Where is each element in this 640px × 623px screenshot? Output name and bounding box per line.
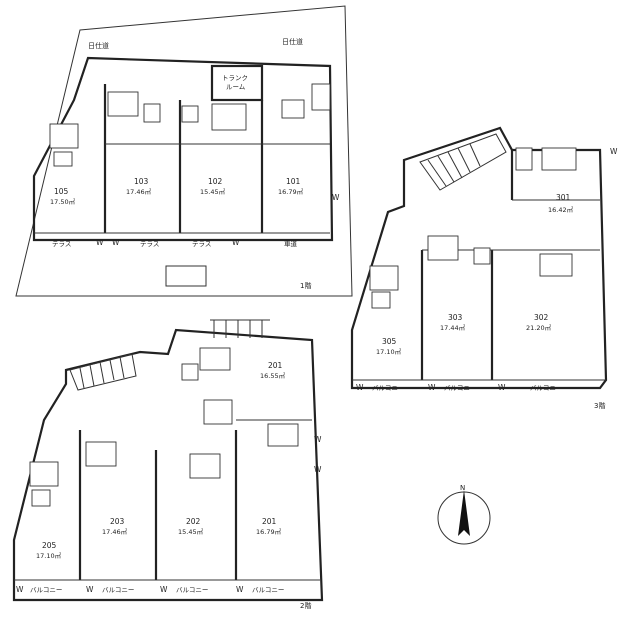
floor1-unit-105-number: 105 <box>54 187 69 196</box>
floor1-unit-102-area: 15.45㎡ <box>200 187 226 196</box>
floor2-unit-201-top-number: 201 <box>268 361 283 370</box>
floor2-stairs <box>69 319 270 391</box>
floor3-unit-302-area: 21.20㎡ <box>526 323 552 332</box>
floor1-unit-103-area: 17.46㎡ <box>126 187 152 196</box>
floor3-unit-303-number: 303 <box>448 313 463 322</box>
floor2-unit-201-top-area: 16.55㎡ <box>260 371 286 380</box>
floor3-toilet-303 <box>473 247 491 265</box>
floor1-bath-102 <box>211 103 247 131</box>
floor1-tag: 1階 <box>300 281 311 290</box>
floor2-balcony-3: バルコニー <box>176 586 208 594</box>
floor1-road-top-left: 日仕道 <box>88 41 109 50</box>
floor1-toilet-103 <box>143 103 161 123</box>
floor3-unit-302-number: 302 <box>534 313 549 322</box>
floor2-tag: 2階 <box>300 601 311 610</box>
floor2-washer-2: W <box>314 465 322 474</box>
floor2-bath-205 <box>29 461 59 487</box>
floor1-toilet-102 <box>181 105 199 123</box>
floor2-unit-201-area: 16.79㎡ <box>256 527 282 536</box>
floor3-toilet-305 <box>371 291 391 309</box>
floor2-plan: W W W W W W バルコニー バルコニー バルコニー バルコニー 201 … <box>12 319 324 610</box>
floor1-unit-101-number: 101 <box>286 177 301 186</box>
floor3-balcony-3: バルコニー <box>530 384 562 392</box>
floor3-unit-305-area: 17.10㎡ <box>376 347 402 356</box>
floor3-washer-2: W <box>356 383 364 392</box>
floor2-unit-205-area: 17.10㎡ <box>36 551 62 560</box>
floor1-plan: 日仕道 日仕道 トランクルーム W W W W テラス テラス テラス 車 <box>15 5 353 297</box>
floor3-toilet-301 <box>515 147 533 171</box>
floor2-washer-3: W <box>16 585 24 594</box>
floor3-unit-301-area: 16.42㎡ <box>548 205 574 214</box>
north-arrow: N <box>437 484 491 545</box>
floor2-unit-203-number: 203 <box>110 517 125 526</box>
floor1-washer-1: W <box>96 238 104 247</box>
floor1-lot-boundary <box>15 5 353 297</box>
floor2-unit-205-number: 205 <box>42 541 57 550</box>
floor3-tag: 3階 <box>594 401 605 410</box>
floor1-bath-103 <box>107 91 139 117</box>
floor1-terrace-3: テラス <box>192 240 211 248</box>
floor3-balcony-1: バルコニー <box>372 384 404 392</box>
floor2-unit-201-number: 201 <box>262 517 277 526</box>
floor2-balcony-1: バルコニー <box>30 586 62 594</box>
floor1-washer-2: W <box>112 238 120 247</box>
floor1-unit-101-area: 16.79㎡ <box>278 187 304 196</box>
floor2-bath-201-top <box>199 347 231 371</box>
floor2-washer-6: W <box>236 585 244 594</box>
floor3-plan: W W W W バルコニー バルコニー バルコニー 301 16.42㎡ 303… <box>350 126 618 410</box>
floor3-bath-303 <box>427 235 459 261</box>
floor2-toilet-205 <box>31 489 51 507</box>
floor2-balcony-2: バルコニー <box>102 586 134 594</box>
floor3-unit-305-number: 305 <box>382 337 397 346</box>
floor1-unit-105-area: 17.50㎡ <box>50 197 76 206</box>
floor2-washer-1: W <box>314 435 322 444</box>
floor2-toilet-201-top <box>181 363 199 381</box>
floor3-bath-302 <box>539 253 573 277</box>
floor2-bath-center <box>203 399 233 425</box>
floor1-unit-102-number: 102 <box>208 177 223 186</box>
floor1-bath-105 <box>49 123 79 149</box>
floor1-terrace-1: テラス <box>52 240 71 248</box>
floor3-washer-4: W <box>498 383 506 392</box>
floor2-washer-5: W <box>160 585 168 594</box>
floor2-bath-201 <box>267 423 299 447</box>
floor2-washer-4: W <box>86 585 94 594</box>
floor1-bath-101 <box>281 99 305 119</box>
floor1-unit-103-number: 103 <box>134 177 149 186</box>
floor1-washer-3: W <box>232 238 240 247</box>
floor1-toilet-105 <box>53 151 73 167</box>
north-label: N <box>460 484 465 492</box>
north-arrow-icon <box>458 490 470 536</box>
floor3-bath-301 <box>541 147 577 171</box>
floor3-bath-305 <box>369 265 399 291</box>
floor1-toilet-101 <box>311 83 331 111</box>
floor2-unit-202-number: 202 <box>186 517 201 526</box>
floor3-unit-303-area: 17.44㎡ <box>440 323 466 332</box>
floor1-road-top-right: 日仕道 <box>282 37 303 46</box>
floor3-stairs <box>419 133 507 191</box>
floor2-bath-202 <box>189 453 221 479</box>
floor1-side-road: 車道 <box>284 239 298 248</box>
floor3-washer-3: W <box>428 383 436 392</box>
floor2-unit-203-area: 17.46㎡ <box>102 527 128 536</box>
floor3-unit-301-number: 301 <box>556 193 571 202</box>
floor3-washer-1: W <box>610 147 618 156</box>
floor1-trunk-room-label: トランクルーム <box>222 74 248 91</box>
floor2-balcony-4: バルコニー <box>252 586 284 594</box>
floor2-bath-203 <box>85 441 117 467</box>
floor2-unit-202-area: 15.45㎡ <box>178 527 204 536</box>
floor1-washer-4: W <box>332 193 340 202</box>
floor1-terrace-2: テラス <box>140 240 159 248</box>
floor3-balcony-2: バルコニー <box>444 384 476 392</box>
